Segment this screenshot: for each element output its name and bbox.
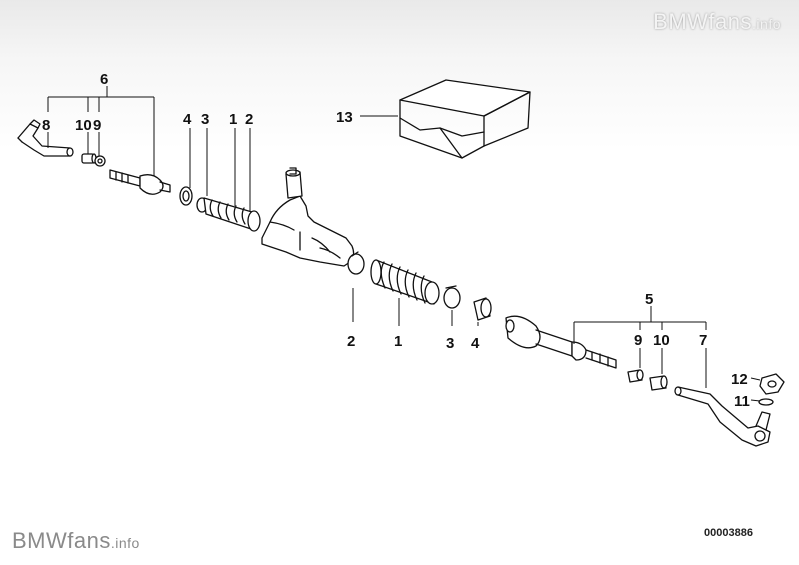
callout-13: 13 bbox=[336, 109, 353, 126]
part-spring-washer bbox=[758, 398, 774, 406]
part-rack-housing bbox=[261, 167, 355, 267]
part-lock-washer-left bbox=[179, 186, 193, 206]
leader-lines bbox=[47, 86, 761, 402]
part-self-locking-nut bbox=[759, 373, 785, 395]
callout-9-right: 9 bbox=[634, 332, 642, 349]
callout-labels: 6 8 10 9 4 3 1 2 13 2 1 3 4 5 9 10 7 12 … bbox=[42, 71, 750, 410]
callout-12: 12 bbox=[731, 371, 748, 388]
part-washer-right bbox=[627, 369, 644, 383]
part-bellows-right bbox=[370, 259, 440, 305]
part-inner-tie-rod-right bbox=[505, 315, 617, 369]
callout-2-upper: 2 bbox=[245, 111, 253, 128]
callout-1-lower: 1 bbox=[394, 333, 402, 350]
diagram-code: 00003886 bbox=[704, 527, 753, 539]
part-washer-left bbox=[94, 155, 106, 167]
part-repair-kit-box bbox=[399, 79, 531, 159]
callout-5: 5 bbox=[645, 291, 653, 308]
part-inner-tie-rod-left bbox=[109, 169, 171, 195]
callout-8-left: 8 bbox=[42, 117, 50, 134]
callout-6: 6 bbox=[100, 71, 108, 88]
callout-4-upper: 4 bbox=[183, 111, 192, 128]
part-sleeve-right bbox=[473, 297, 492, 321]
part-tie-rod-end-right bbox=[674, 386, 771, 447]
part-clamp-ring-right bbox=[443, 285, 461, 309]
watermark-top: BMWfans.info bbox=[653, 9, 781, 34]
part-nut-right bbox=[649, 375, 668, 391]
part-bellows-left bbox=[196, 197, 261, 232]
watermark-bottom: BMWfans.info bbox=[12, 528, 140, 553]
callout-9-left: 9 bbox=[93, 117, 101, 134]
callout-10-right: 10 bbox=[653, 332, 670, 349]
callout-7: 7 bbox=[699, 332, 707, 349]
part-nut-left bbox=[81, 153, 97, 164]
part-clamp-right bbox=[347, 251, 365, 275]
callout-4-lower: 4 bbox=[471, 335, 480, 352]
callout-3-lower: 3 bbox=[446, 335, 454, 352]
callout-2-lower: 2 bbox=[347, 333, 355, 350]
callout-10-left: 10 bbox=[75, 117, 92, 134]
part-tie-rod-end-left bbox=[17, 119, 74, 157]
callout-1-upper: 1 bbox=[229, 111, 237, 128]
callout-3-upper: 3 bbox=[201, 111, 209, 128]
callout-11: 11 bbox=[734, 393, 750, 410]
